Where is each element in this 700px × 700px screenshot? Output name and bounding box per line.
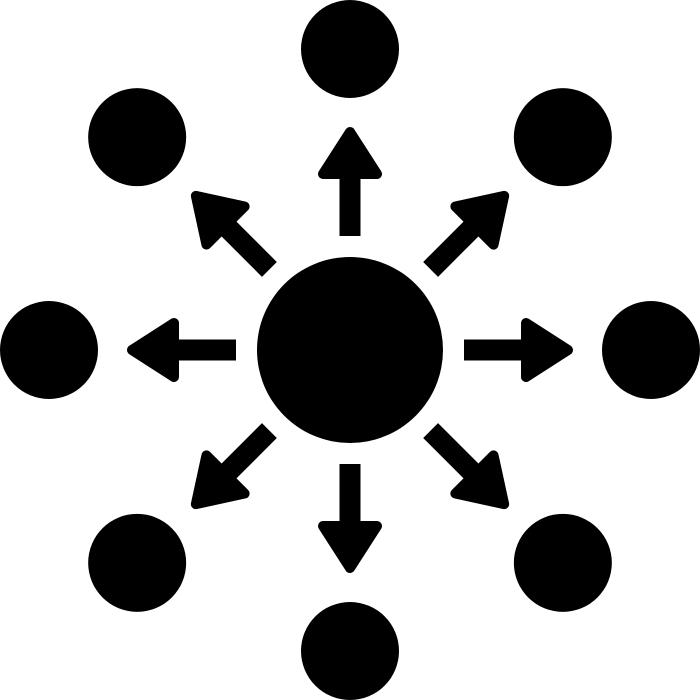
outer-node-down-left: [88, 513, 187, 612]
arrow-head-icon: [521, 318, 573, 382]
spoke-up-left: [88, 88, 277, 277]
arrow-shaft: [339, 464, 361, 534]
spoke-down-left: [88, 423, 277, 612]
arrow-shaft: [464, 339, 534, 361]
arrow-shaft: [339, 166, 361, 236]
outer-node-down: [301, 602, 399, 700]
spoke-up-right: [423, 88, 612, 277]
arrow-shaft: [166, 339, 236, 361]
spoke-right: [464, 301, 700, 399]
arrow-head-icon: [318, 521, 382, 573]
outer-node-left: [0, 301, 98, 399]
arrow-head-icon: [318, 127, 382, 179]
arrow-head-icon: [127, 318, 179, 382]
outer-node-up-left: [88, 88, 187, 187]
spoke-left: [0, 301, 236, 399]
arrow-head-icon: [190, 450, 250, 510]
arrow-head-icon: [450, 450, 510, 510]
outer-node-down-right: [513, 513, 612, 612]
spoke-up: [301, 0, 399, 236]
outer-node-up: [301, 0, 399, 98]
center-hub-node: [257, 257, 443, 443]
outer-node-right: [602, 301, 700, 399]
spoke-down-right: [423, 423, 612, 612]
outer-node-up-right: [513, 88, 612, 187]
spoke-down: [301, 464, 399, 700]
arrow-head-icon: [450, 190, 510, 250]
arrow-head-icon: [190, 190, 250, 250]
